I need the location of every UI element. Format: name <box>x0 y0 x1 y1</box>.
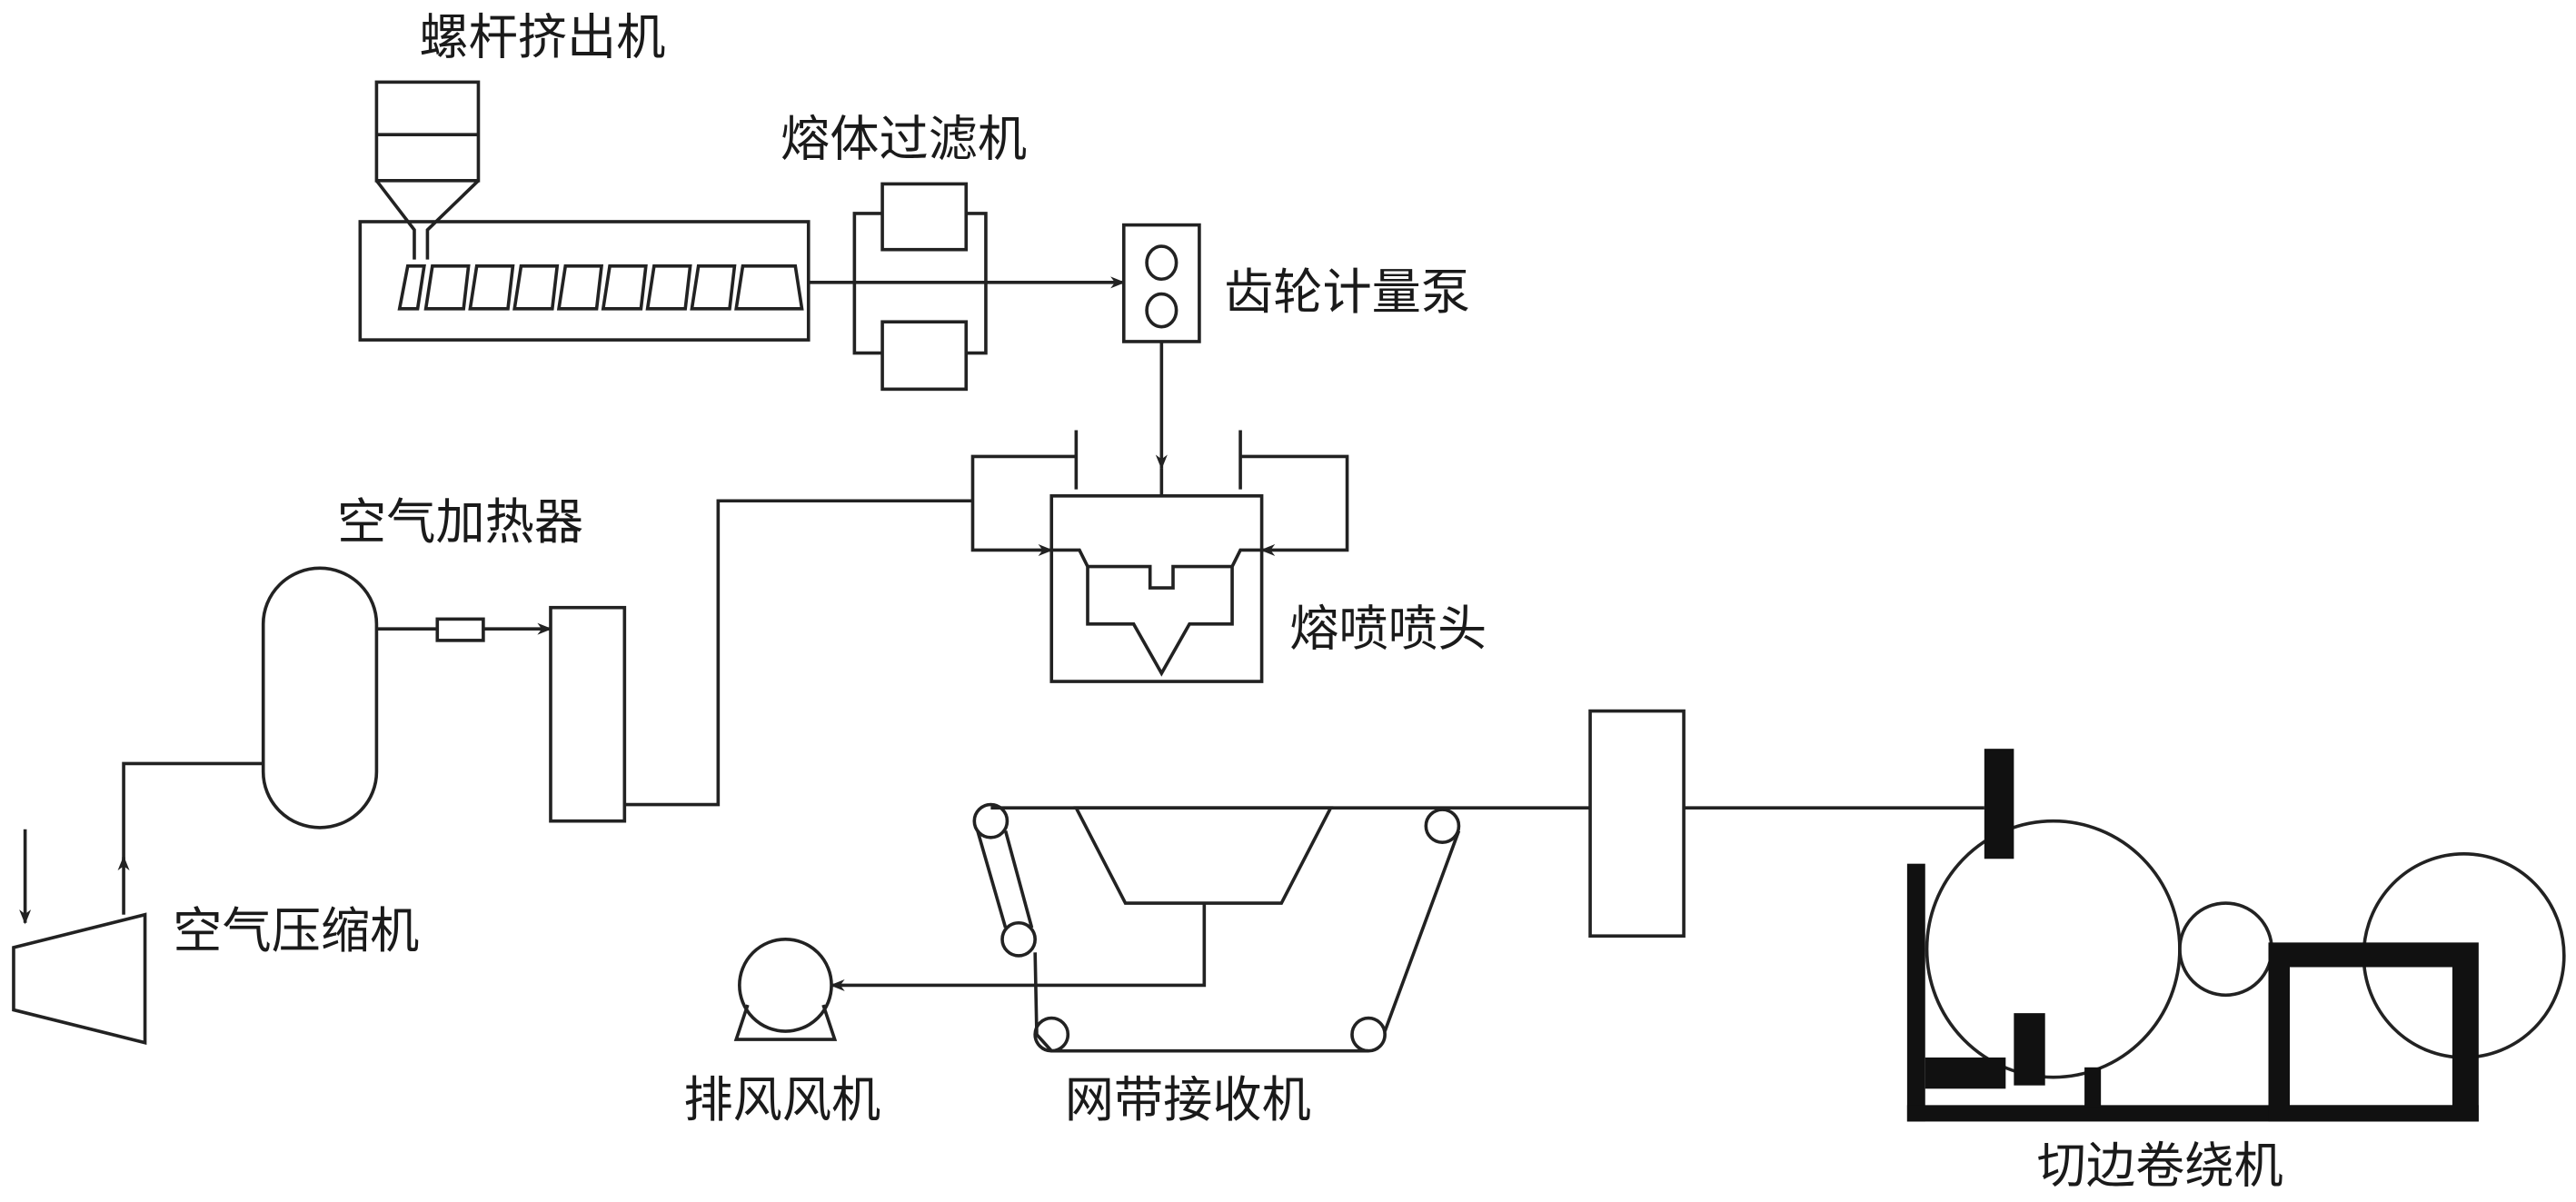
gear-metering-pump: 齿轮计量泵 <box>1121 223 1470 470</box>
melt-filter: 熔体过滤机 <box>781 111 1126 392</box>
label-die-head: 熔喷喷头 <box>1289 600 1487 657</box>
air-heater: 空气加热器 <box>337 493 973 823</box>
extruder-screw <box>397 263 804 311</box>
air-compressor: 空气压缩机 <box>12 761 419 1045</box>
label-exhaust-fan: 排风风机 <box>683 1071 880 1128</box>
label-air-heater: 空气加热器 <box>337 493 583 551</box>
left-hot-air-arrow <box>970 454 1077 556</box>
slitting-blade <box>1984 749 2014 859</box>
belt-collector: 网带接收机 <box>972 802 1591 1128</box>
meltblown-die-head: 熔喷喷头 <box>970 430 1487 683</box>
exhaust-arrow <box>830 903 1207 991</box>
air-tank <box>261 566 552 829</box>
label-gear-pump: 齿轮计量泵 <box>1224 263 1470 321</box>
right-hot-air-arrow <box>1240 454 1349 556</box>
intermediate-unit <box>1588 709 1984 939</box>
label-air-compressor: 空气压缩机 <box>173 902 419 959</box>
label-slit-winder: 切边卷绕机 <box>2037 1137 2283 1194</box>
label-belt-collector: 网带接收机 <box>1065 1071 1311 1128</box>
label-melt-filter: 熔体过滤机 <box>781 111 1027 168</box>
exhaust-fan: 排风风机 <box>683 903 1207 1128</box>
screw-extruder: 螺杆挤出机 <box>358 9 811 342</box>
label-extruder: 螺杆挤出机 <box>419 9 665 66</box>
slitting-winder: 切边卷绕机 <box>1906 749 2566 1194</box>
valve <box>435 617 485 642</box>
